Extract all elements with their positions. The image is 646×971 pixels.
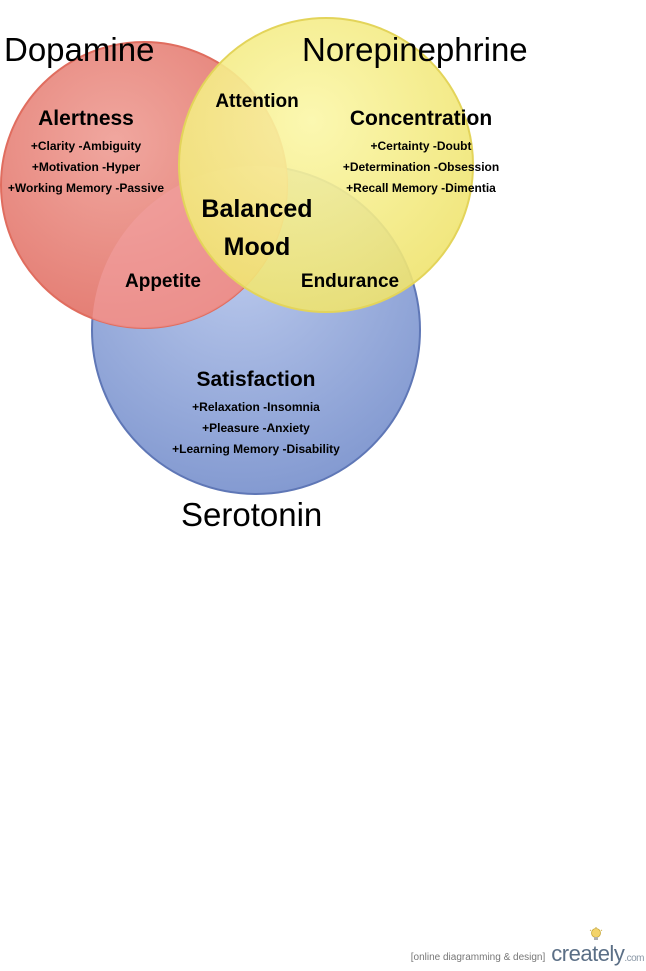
footer-tagline: [online diagramming & design] <box>410 952 546 963</box>
balanced-mood-label: Mood <box>224 233 291 261</box>
dopamine-title: Dopamine <box>4 31 154 68</box>
creately-watermark: [online diagramming & design] creately.c… <box>410 927 644 967</box>
norepinephrine-item: +Recall Memory -Dimentia <box>346 181 496 195</box>
norepinephrine-circle <box>178 17 474 313</box>
satisfaction-heading: Satisfaction <box>196 368 315 391</box>
creately-logo[interactable]: creately.com <box>551 927 644 967</box>
serotonin-title: Serotonin <box>181 496 322 533</box>
dopamine-item: +Clarity -Ambiguity <box>31 139 142 153</box>
balanced-mood-label: Balanced <box>201 195 312 223</box>
creately-brand-text: creately <box>551 941 625 966</box>
dopamine-item: +Motivation -Hyper <box>32 160 141 174</box>
concentration-heading: Concentration <box>350 107 492 130</box>
appetite-region <box>92 166 287 328</box>
creately-brand-suffix: .com <box>624 953 644 964</box>
norepinephrine-item: +Certainty -Doubt <box>370 139 471 153</box>
dopamine-item: +Working Memory -Passive <box>8 181 164 195</box>
norepinephrine-item: +Determination -Obsession <box>343 160 499 174</box>
endurance-label: Endurance <box>301 271 399 292</box>
alertness-heading: Alertness <box>38 107 134 130</box>
lightbulb-icon <box>590 927 603 940</box>
appetite-label: Appetite <box>125 271 201 292</box>
serotonin-item: +Relaxation -Insomnia <box>192 400 320 414</box>
serotonin-item: +Learning Memory -Disability <box>172 442 340 456</box>
attention-label: Attention <box>215 91 298 112</box>
serotonin-item: +Pleasure -Anxiety <box>202 421 310 435</box>
norepinephrine-title: Norepinephrine <box>302 31 528 68</box>
